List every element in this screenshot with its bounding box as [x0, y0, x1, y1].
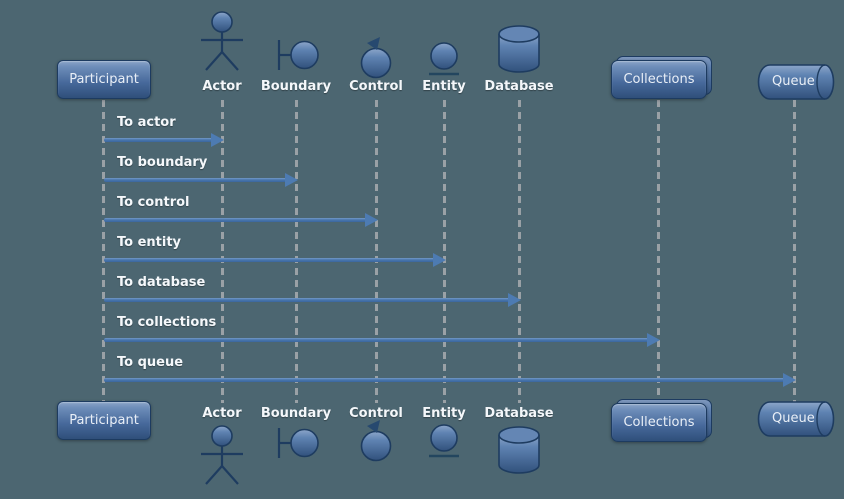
message-to-database[interactable]: To database	[104, 275, 521, 307]
queue-icon[interactable]	[757, 64, 835, 100]
entity-icon[interactable]	[426, 423, 462, 461]
message-line	[104, 218, 370, 222]
database-label: Database	[484, 79, 554, 94]
boundary-icon[interactable]	[276, 426, 320, 460]
lifeline-queue	[792, 100, 796, 403]
collections-shape-bottom[interactable]: Collections	[611, 403, 707, 442]
arrowhead-icon	[647, 333, 660, 347]
actor-label: Actor	[202, 79, 242, 94]
actor-icon[interactable]	[198, 10, 246, 74]
actor-label: Actor	[202, 406, 242, 421]
message-to-entity[interactable]: To entity	[104, 235, 446, 267]
message-label: To control	[117, 195, 190, 210]
message-line	[104, 378, 788, 382]
arrowhead-icon	[508, 293, 521, 307]
arrowhead-icon	[433, 253, 446, 267]
message-label: To collections	[117, 315, 217, 330]
participant-label: Participant	[69, 72, 139, 87]
participant-shape-top[interactable]: Participant	[57, 60, 151, 99]
arrowhead-icon	[783, 373, 796, 387]
control-icon[interactable]	[356, 419, 396, 463]
message-to-collections[interactable]: To collections	[104, 315, 660, 347]
queue-label: Queue	[772, 411, 815, 426]
message-line	[104, 178, 290, 182]
message-line	[104, 258, 438, 262]
message-label: To database	[117, 275, 206, 290]
message-line	[104, 298, 513, 302]
message-line	[104, 138, 216, 142]
entity-icon[interactable]	[426, 41, 462, 79]
lifeline-collections	[656, 100, 660, 403]
message-label: To actor	[117, 115, 176, 130]
lifeline-control	[374, 100, 378, 403]
collections-shape-top[interactable]: Collections	[611, 60, 707, 99]
entity-label: Entity	[422, 406, 466, 421]
message-label: To queue	[117, 355, 184, 370]
arrowhead-icon	[365, 213, 378, 227]
entity-label: Entity	[422, 79, 466, 94]
message-line	[104, 338, 652, 342]
message-to-queue[interactable]: To queue	[104, 355, 796, 387]
participant-shape-bottom[interactable]: Participant	[57, 401, 151, 440]
control-label: Control	[349, 79, 403, 94]
database-icon[interactable]	[497, 425, 541, 475]
queue-icon[interactable]	[757, 401, 835, 437]
queue-label: Queue	[772, 74, 815, 89]
message-to-boundary[interactable]: To boundary	[104, 155, 298, 187]
lifeline-actor	[220, 100, 224, 403]
lifeline-entity	[442, 100, 446, 403]
collections-label: Collections	[623, 72, 695, 87]
message-label: To entity	[117, 235, 182, 250]
collections-label: Collections	[623, 415, 695, 430]
control-label: Control	[349, 406, 403, 421]
participant-label: Participant	[69, 413, 139, 428]
control-icon[interactable]	[356, 36, 396, 80]
boundary-label: Boundary	[260, 79, 332, 94]
message-to-control[interactable]: To control	[104, 195, 378, 227]
lifeline-database	[517, 100, 521, 403]
database-icon[interactable]	[497, 24, 541, 74]
boundary-icon[interactable]	[276, 38, 320, 72]
arrowhead-icon	[211, 133, 224, 147]
lifeline-boundary	[294, 100, 298, 403]
message-label: To boundary	[117, 155, 208, 170]
message-to-actor[interactable]: To actor	[104, 115, 224, 147]
database-label: Database	[484, 406, 554, 421]
arrowhead-icon	[285, 173, 298, 187]
lifeline-participant	[101, 100, 105, 403]
boundary-label: Boundary	[260, 406, 332, 421]
actor-icon[interactable]	[198, 424, 246, 488]
